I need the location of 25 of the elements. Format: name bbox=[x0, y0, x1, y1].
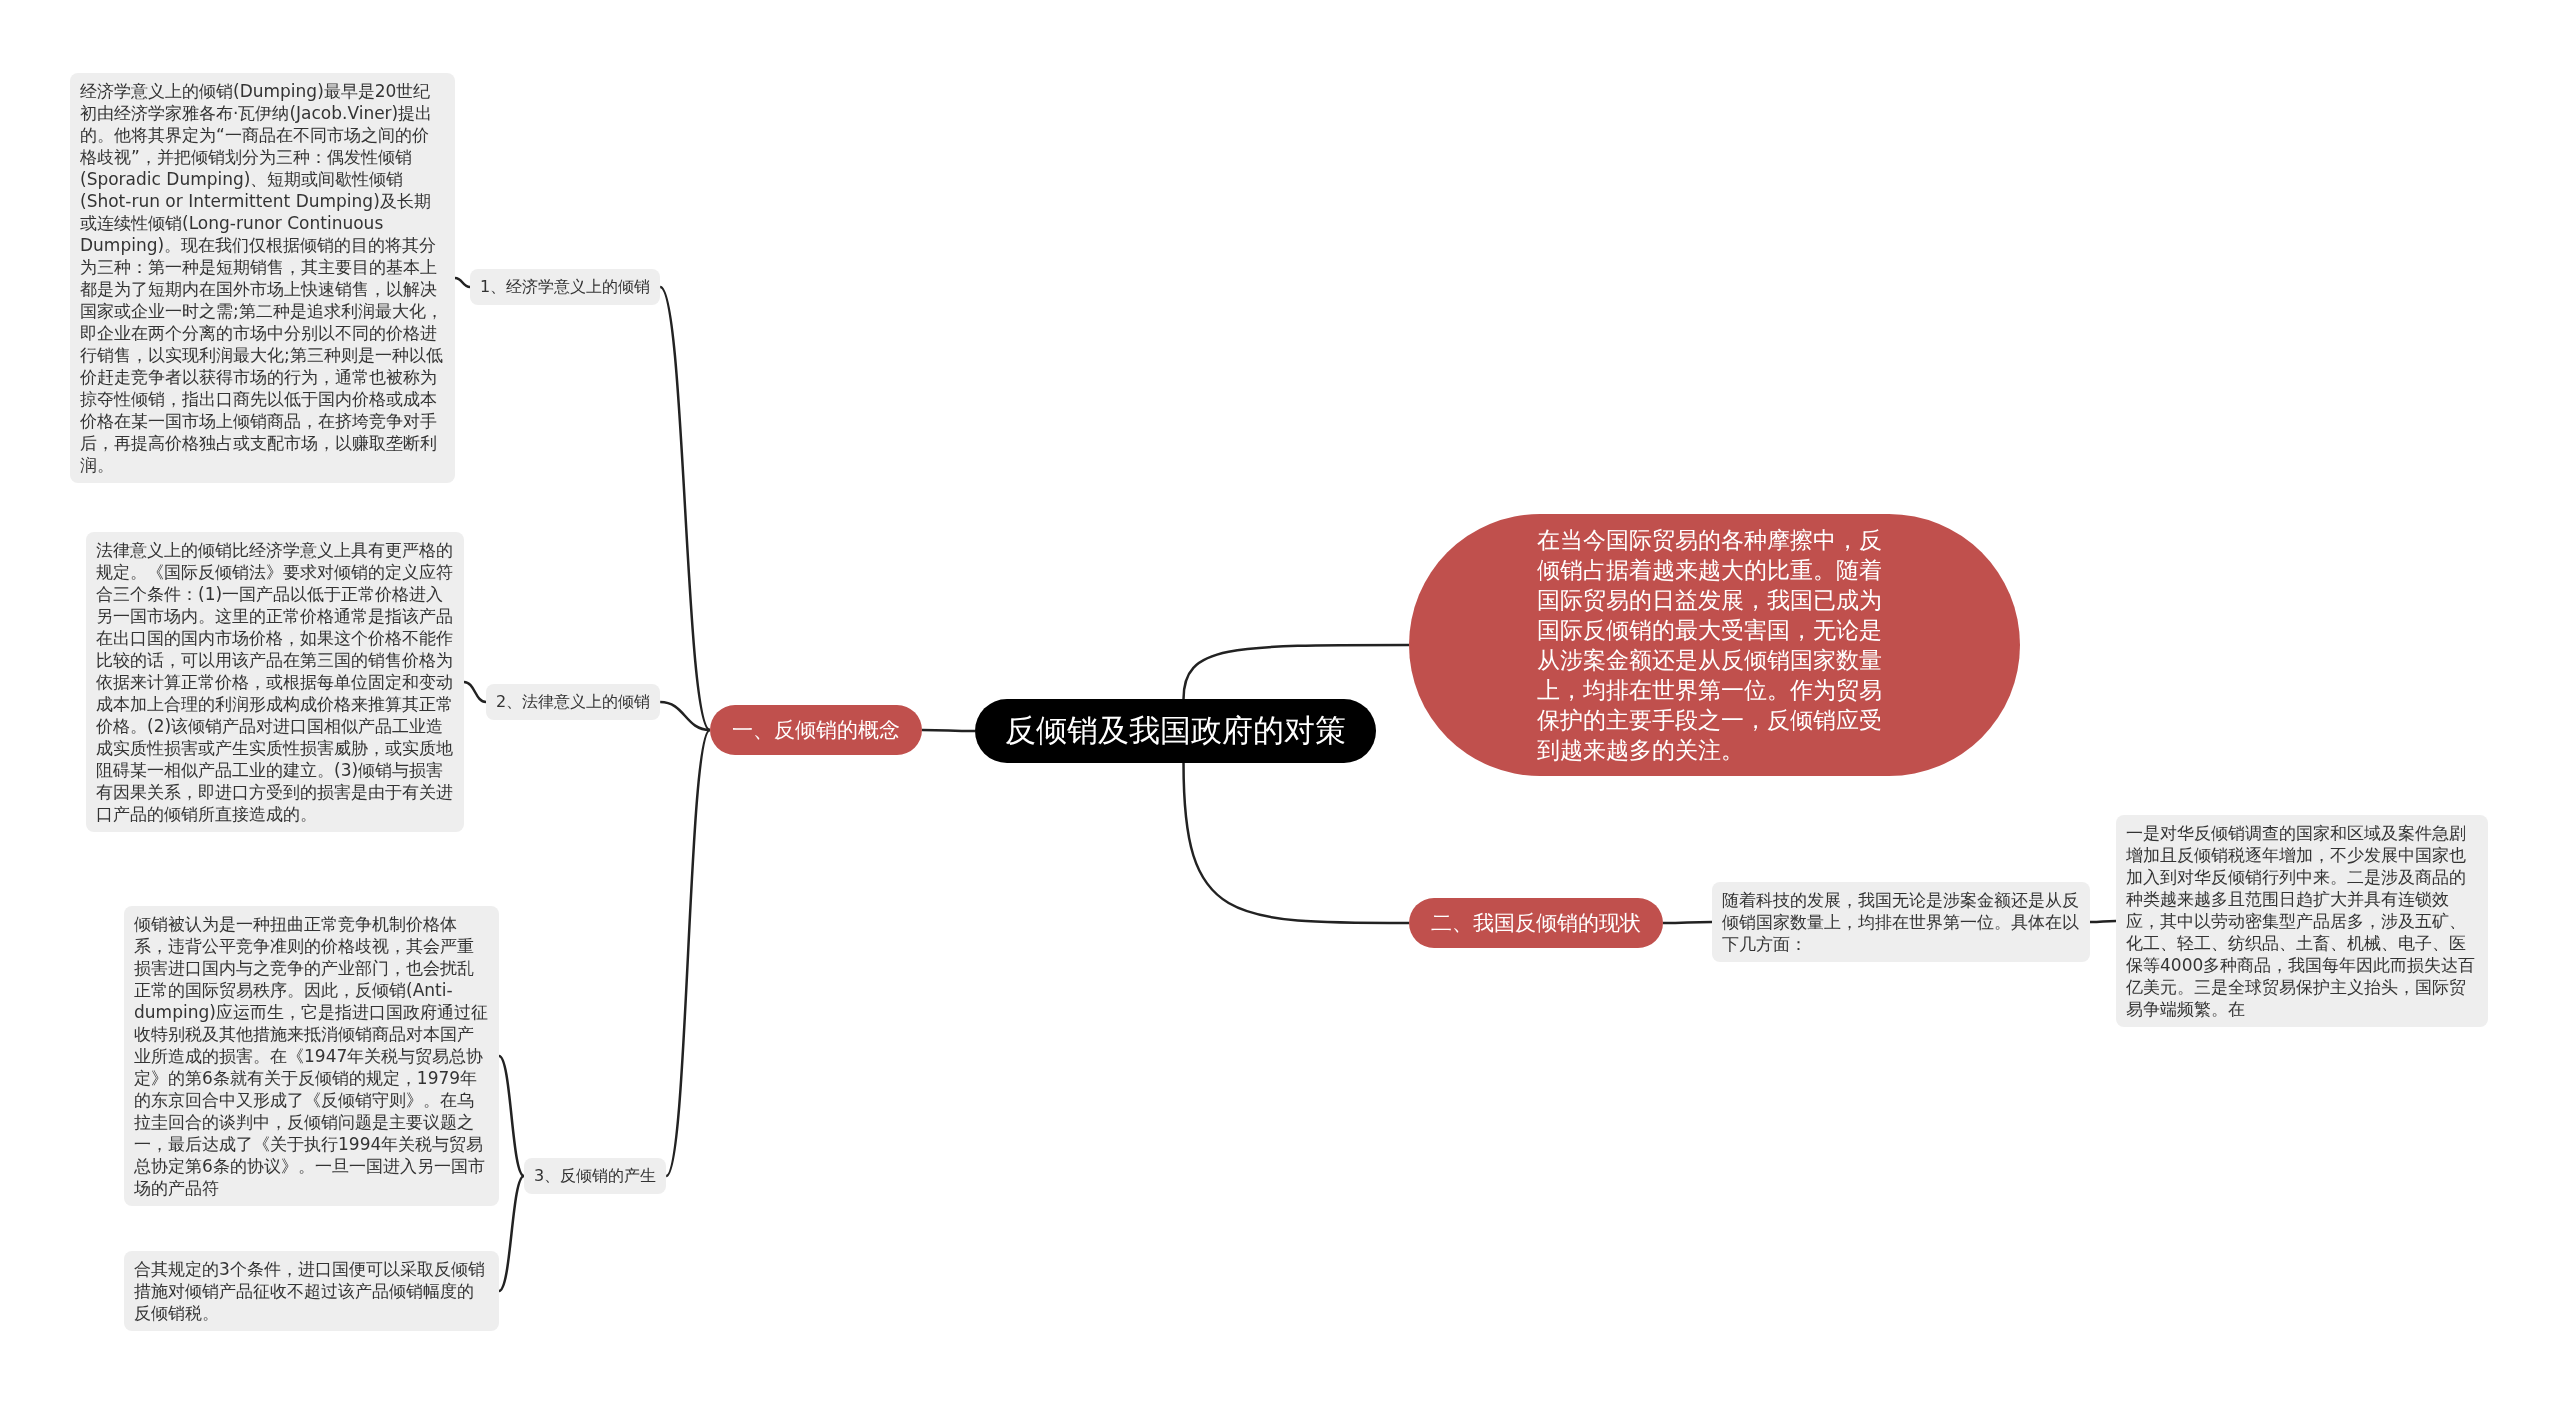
connector-line bbox=[463, 680, 487, 704]
subtopic-label: 2、法律意义上的倾销 bbox=[486, 684, 661, 720]
connector-line bbox=[660, 700, 711, 732]
connector-line bbox=[922, 728, 975, 733]
note-card: 随着科技的发展，我国无论是涉案金额还是从反倾销国家数量上，均排在世界第一位。具体在以下几方面： bbox=[1712, 882, 2090, 962]
connector-line bbox=[454, 276, 471, 289]
connector-line bbox=[1182, 762, 1409, 925]
note-card: 经济学意义上的倾销(Dumping)最早是20世纪初由经济学家雅各布·瓦伊纳(Jacob.Viner)提出的。他将其界定为“一商品在不同市场之间的价格歧视”，并把倾销划分为三种：偶发性倾销(Sporadic Dumping)、短期或间歇性倾销(Shot-run or Intermittent Dumping)及长期或连续性倾销(Long-runor Continuous Dumping)。现在我们仅根据倾销的目的将其分为三种：第一种是短期销售，其主要目的基本上都是为了短期内在国外市场上快速销售，以解决国家或企业一时之需;第二种是追求利润最大化，即企业在两个分离的市场中分别以不同的价格进行销售，以实现利润最大化;第三种则是一种以低价赶走竞争者以获得市场的行为，通常也被称为掠夺性倾销，指出口商先以低于国内价格或成本价格在某一国市场上倾销商品，在挤垮竞争对手后，再提高价格独占或支配市场，以赚取垄断利润。 bbox=[70, 73, 455, 483]
connector-line bbox=[498, 1175, 525, 1292]
note-card: 合其规定的3个条件，进口国便可以采取反倾销措施对倾销产品征收不超过该产品倾销幅度的反倾销税。 bbox=[124, 1251, 499, 1331]
connector-line bbox=[1663, 920, 1712, 925]
subtopic-label: 1、经济学意义上的倾销 bbox=[470, 269, 661, 305]
connector-line bbox=[659, 286, 712, 731]
subtopic-label: 3、反倾销的产生 bbox=[524, 1158, 667, 1194]
summary-pill: 在当今国际贸易的各种摩擦中，反倾销占据着越来越大的比重。随着国际贸易的日益发展，我国已成为国际反倾销的最大受害国，无论是从涉案金额还是从反倾销国家数量上，均排在世界第一位。作为贸易保护的主要手段之一，反倾销应受到越来越多的关注。 bbox=[1409, 514, 2020, 776]
central-topic: 反倾销及我国政府的对策 bbox=[975, 699, 1376, 763]
branch-topic: 一、反倾销的概念 bbox=[710, 705, 922, 755]
connector-line bbox=[498, 1055, 525, 1177]
note-card: 倾销被认为是一种扭曲正常竞争机制价格体系，违背公平竞争准则的价格歧视，其会严重损害进口国内与之竞争的产业部门，也会扰乱正常的国际贸易秩序。因此，反倾销(Anti-dumping)应运而生，它是指进口国政府通过征收特别税及其他措施来抵消倾销商品对本国产业所造成的损害。在《1947年关税与贸易总协定》的第6条就有关于反倾销的规定，1979年的东京回合中又形成了《反倾销守则》。在乌拉圭回合的谈判中，反倾销问题是主要议题之一，最后达成了《关于执行1994年关税与贸易总协定第6条的协议》。一旦一国进入另一国市场的产品符 bbox=[124, 906, 499, 1206]
connector-line bbox=[665, 729, 712, 1177]
connector-line bbox=[2090, 919, 2116, 924]
connector-line bbox=[1182, 643, 1409, 700]
note-card: 一是对华反倾销调查的国家和区域及案件急剧增加且反倾销税逐年增加，不少发展中国家也加入到对华反倾销行列中来。二是涉及商品的种类越来越多且范围日趋扩大并具有连锁效应，其中以劳动密集型产品居多，涉及五矿、化工、轻工、纺织品、土畜、机械、电子、医保等4000多种商品，我国每年因此而损失达百亿美元。三是全球贸易保护主义抬头，国际贸易争端频繁。在 bbox=[2116, 815, 2488, 1027]
branch-topic: 二、我国反倾销的现状 bbox=[1409, 898, 1663, 948]
note-card: 法律意义上的倾销比经济学意义上具有更严格的规定。《国际反倾销法》要求对倾销的定义应符合三个条件：(1)一国产品以低于正常价格进入另一国市场内。这里的正常价格通常是指该产品在出口国的国内市场价格，如果这个价格不能作比较的话，可以用该产品在第三国的销售价格为依据来计算正常价格，或根据每单位固定和变动成本加上合理的利润形成构成价格来推算其正常价格。(2)该倾销产品对进口国相似产品工业造成实质性损害或产生实质性损害威胁，或实质地阻碍某一相似产品工业的建立。(3)倾销与损害有因果关系，即进口方受到的损害是由于有关进口产品的倾销所直接造成的。 bbox=[86, 532, 464, 832]
